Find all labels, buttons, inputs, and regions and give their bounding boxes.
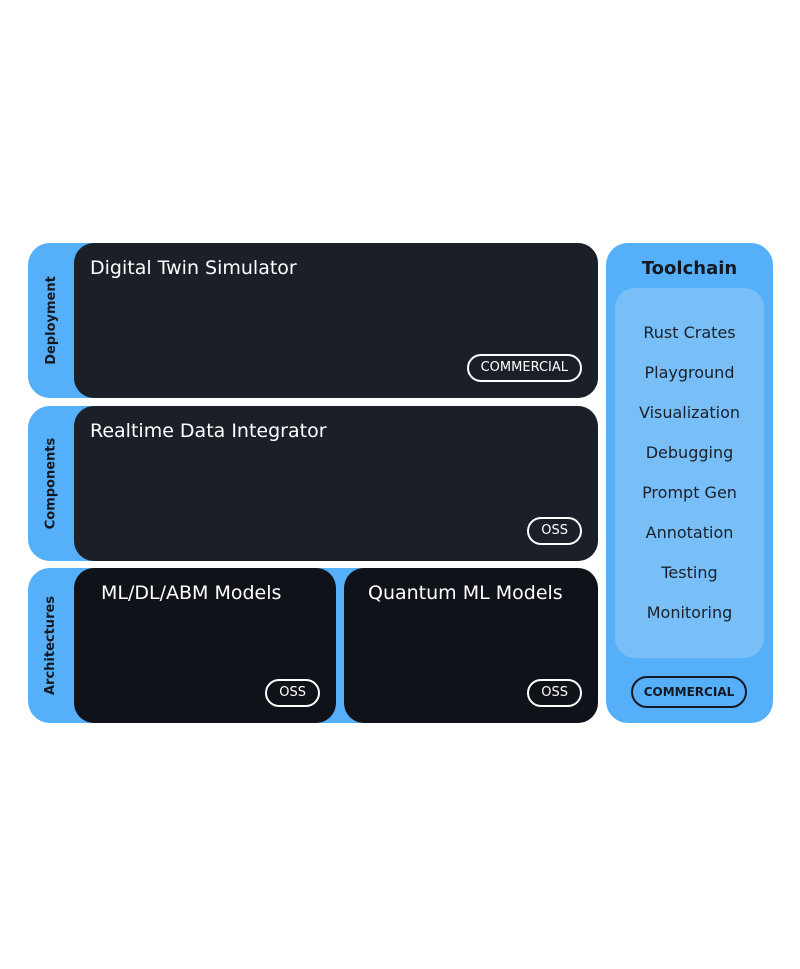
toolchain-item-prompt-gen[interactable]: Prompt Gen: [642, 483, 737, 502]
card-digital-twin-simulator[interactable]: Digital Twin Simulator COMMERCIAL: [74, 243, 598, 398]
oss-badge: OSS: [265, 679, 320, 707]
toolchain-title: Toolchain: [641, 258, 738, 279]
layer-label-text: Components: [43, 437, 59, 530]
commercial-badge: COMMERCIAL: [466, 354, 582, 382]
card-realtime-data-integrator[interactable]: Realtime Data Integrator OSS: [74, 406, 598, 561]
toolchain-item-visualization[interactable]: Visualization: [638, 403, 741, 422]
card-title: Quantum ML Models: [368, 582, 563, 604]
card-ml-dl-abm-models[interactable]: ML/DL/ABM Models OSS: [74, 568, 336, 723]
oss-badge: OSS: [527, 679, 582, 707]
card-title: Realtime Data Integrator: [90, 420, 327, 442]
toolchain-panel: Toolchain Rust Crates Playground Visuali…: [606, 243, 773, 723]
layer-label: Components: [28, 406, 74, 561]
toolchain-item-rust-crates[interactable]: Rust Crates: [643, 323, 736, 342]
layer-deployment: Deployment Digital Twin Simulator COMMER…: [28, 243, 598, 398]
card-quantum-ml-models[interactable]: Quantum ML Models OSS: [344, 568, 598, 723]
toolchain-item-debugging[interactable]: Debugging: [645, 443, 734, 462]
toolchain-item-annotation[interactable]: Annotation: [645, 523, 734, 542]
layer-label: Deployment: [28, 243, 74, 398]
layer-components: Components Realtime Data Integrator OSS: [28, 406, 598, 561]
toolchain-item-playground[interactable]: Playground: [644, 363, 735, 382]
card-title: Digital Twin Simulator: [90, 257, 297, 279]
layer-architectures: Architectures ML/DL/ABM Models OSS Quant…: [28, 568, 598, 723]
toolchain-item-testing[interactable]: Testing: [661, 563, 718, 582]
toolchain-items-panel: Rust Crates Playground Visualization Deb…: [615, 288, 764, 658]
toolchain-list: Rust Crates Playground Visualization Deb…: [615, 317, 764, 637]
layer-label: Architectures: [28, 568, 74, 723]
oss-badge: OSS: [527, 517, 582, 545]
commercial-badge: COMMERCIAL: [631, 676, 747, 708]
card-title: ML/DL/ABM Models: [101, 582, 282, 604]
layer-label-text: Architectures: [43, 595, 59, 696]
layer-label-text: Deployment: [43, 276, 59, 365]
toolchain-item-monitoring[interactable]: Monitoring: [646, 603, 733, 622]
